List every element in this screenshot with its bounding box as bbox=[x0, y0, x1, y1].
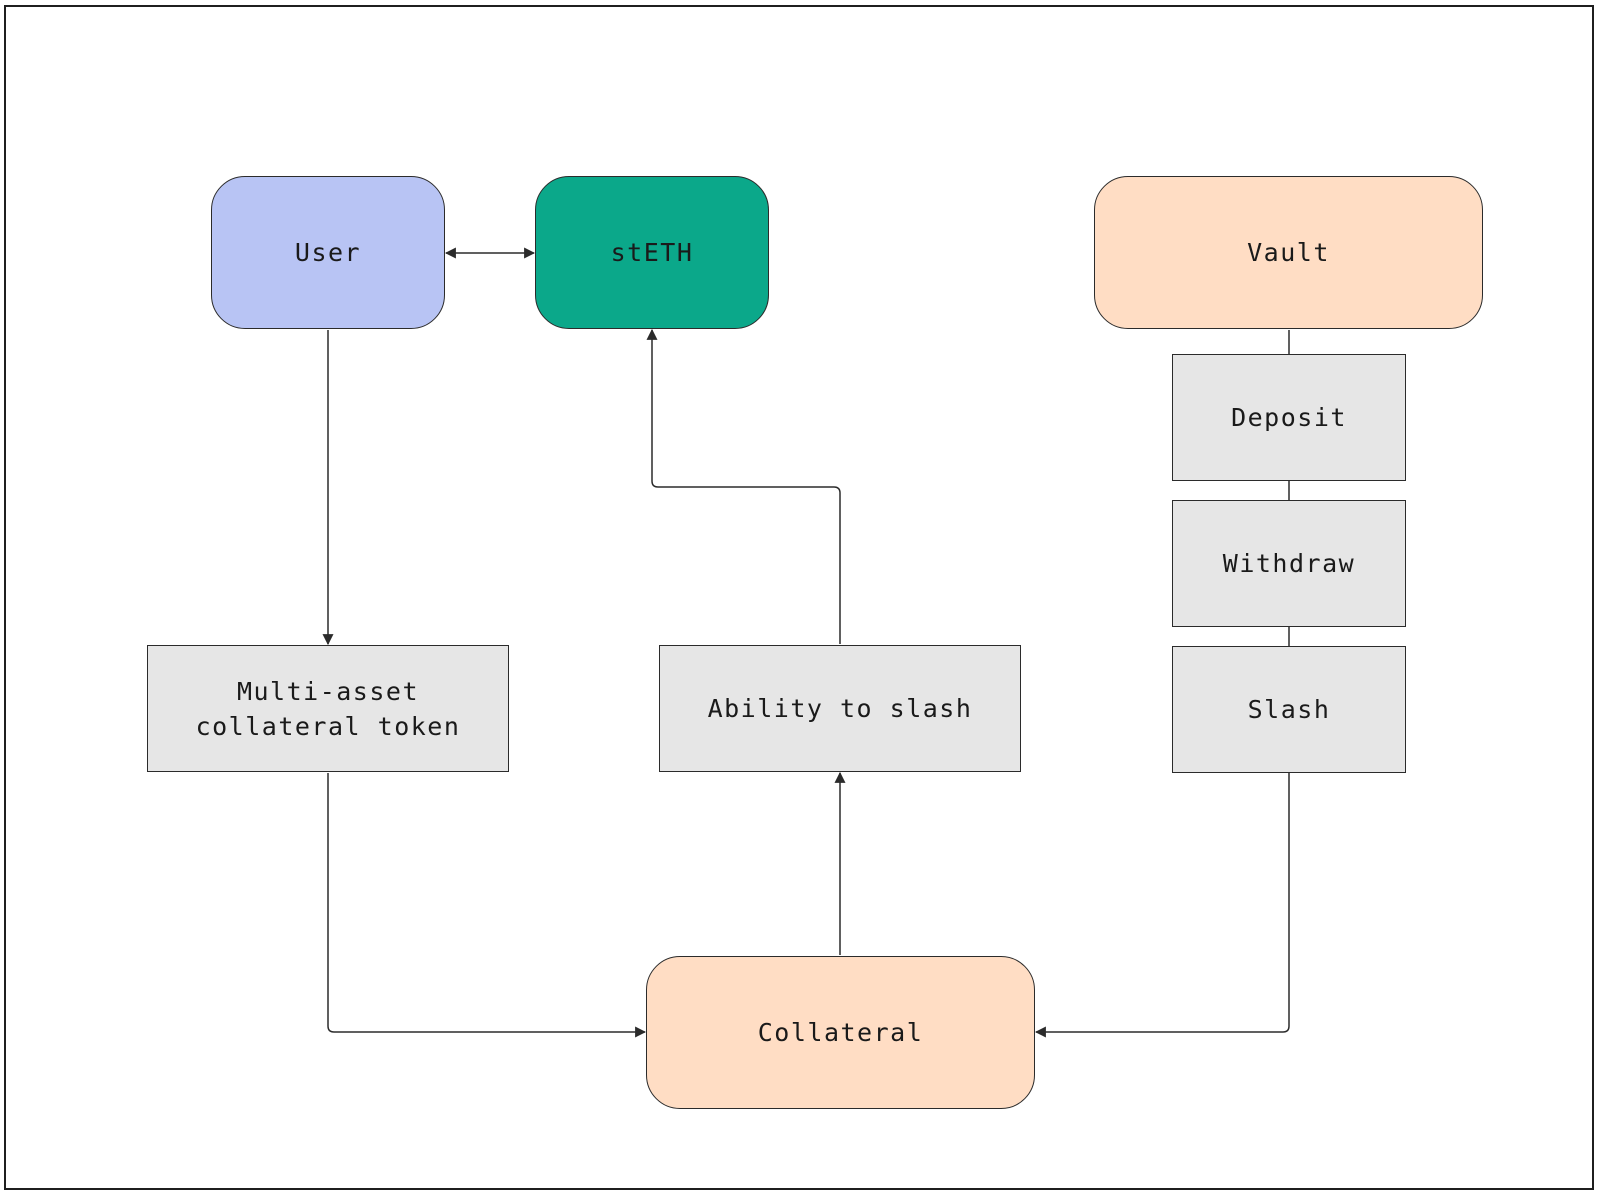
vault-node: Vault bbox=[1094, 176, 1483, 329]
user-node-label: User bbox=[294, 238, 362, 267]
slash-node-label: Slash bbox=[1247, 695, 1331, 724]
steth-node: stETH bbox=[535, 176, 769, 329]
multi-asset-node-label: Multi-asset collateral token bbox=[195, 676, 461, 741]
deposit-node-label: Deposit bbox=[1231, 403, 1347, 432]
diagram-frame bbox=[4, 5, 1594, 1190]
ability-to-slash-node-label: Ability to slash bbox=[707, 694, 973, 723]
withdraw-node-label: Withdraw bbox=[1222, 549, 1356, 578]
steth-node-label: stETH bbox=[610, 238, 694, 267]
multi-asset-collateral-token-node: Multi-asset collateral token bbox=[147, 645, 509, 772]
user-node: User bbox=[211, 176, 445, 329]
collateral-node: Collateral bbox=[646, 956, 1035, 1109]
ability-to-slash-node: Ability to slash bbox=[659, 645, 1021, 772]
vault-node-label: Vault bbox=[1247, 238, 1330, 267]
collateral-node-label: Collateral bbox=[757, 1018, 924, 1047]
withdraw-node: Withdraw bbox=[1172, 500, 1406, 627]
deposit-node: Deposit bbox=[1172, 354, 1406, 481]
slash-node: Slash bbox=[1172, 646, 1406, 773]
